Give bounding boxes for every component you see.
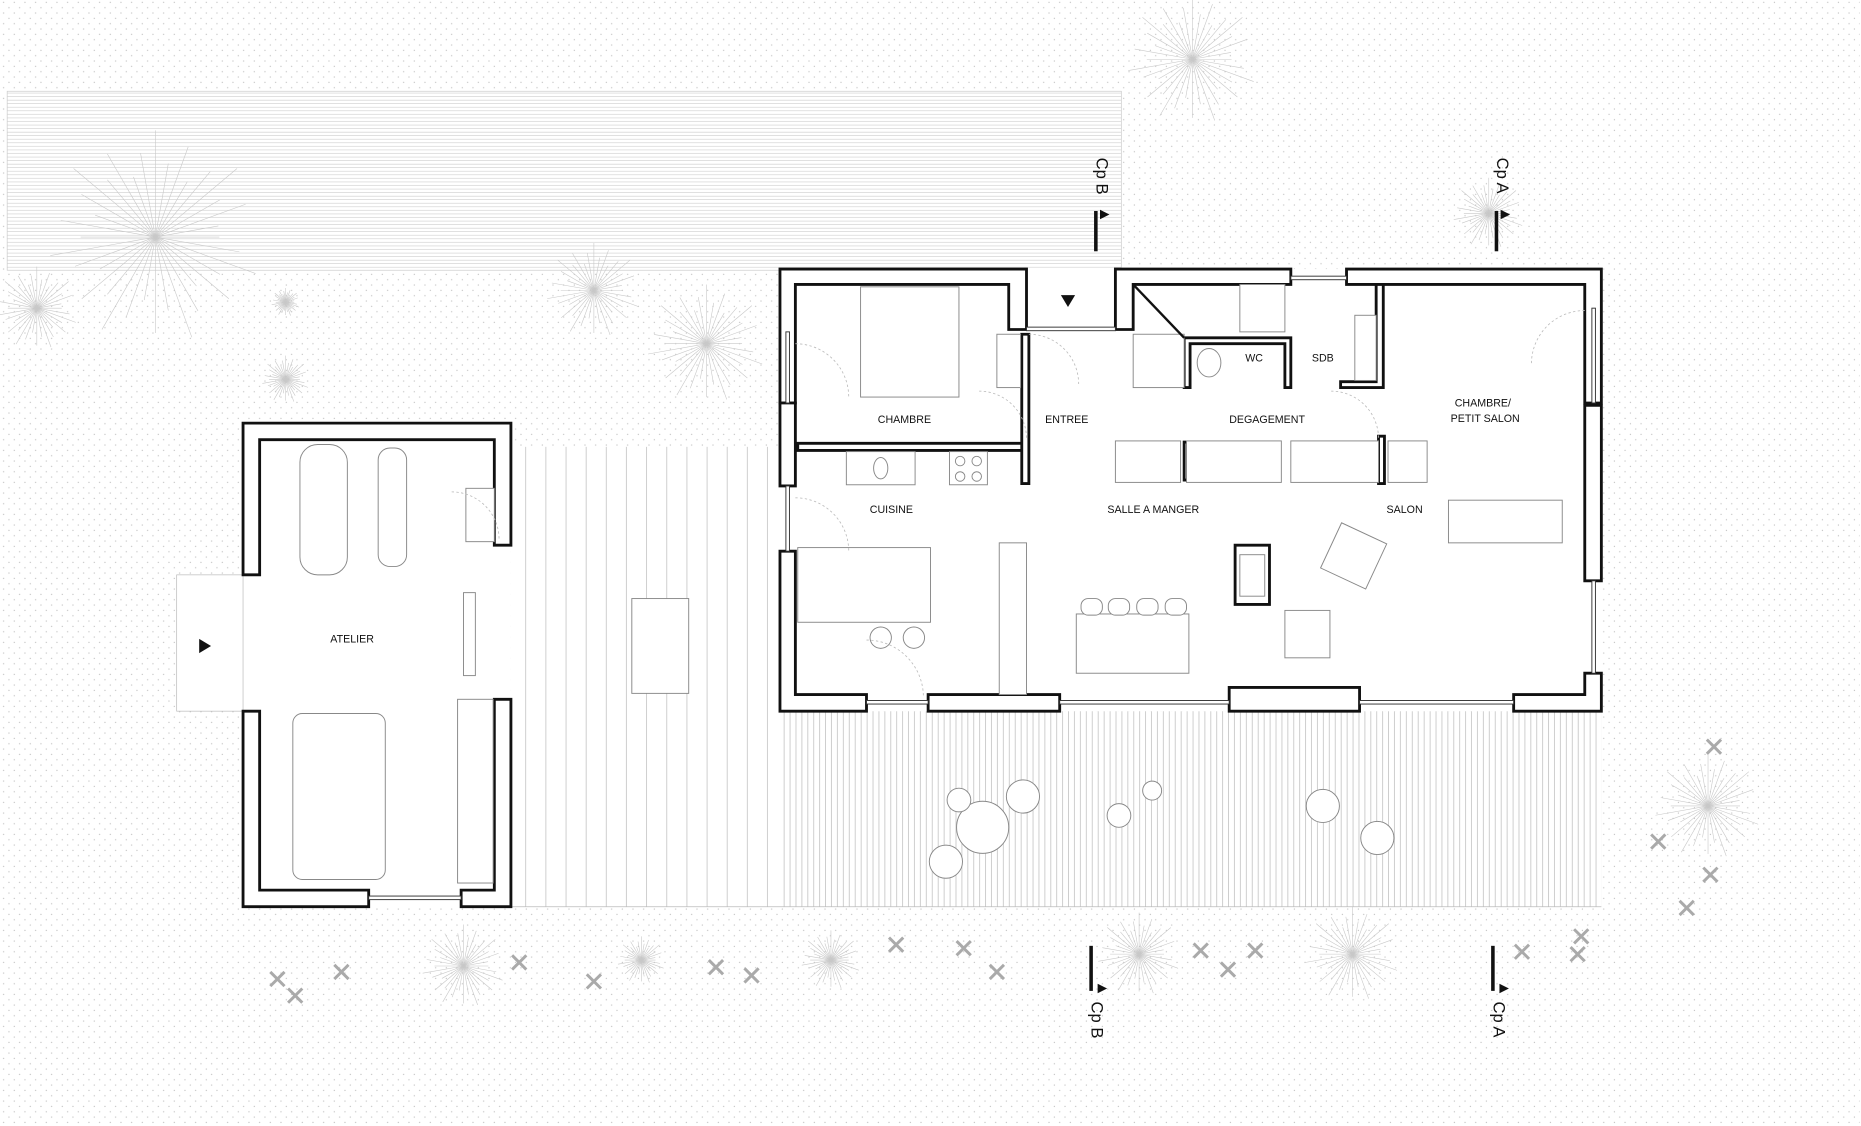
tree-icon [1655, 752, 1759, 857]
outdoor-table [631, 598, 690, 694]
shrub-cross-icon [1247, 942, 1264, 959]
label-wc: WC [1245, 353, 1263, 365]
label-entree: ENTREE [1045, 414, 1088, 426]
section-mark-b-bottom: Cp B [1088, 945, 1108, 1039]
counter [998, 542, 1027, 696]
deck-boards-south [779, 711, 1602, 907]
section-label-a-bottom: Cp A [1490, 1002, 1509, 1039]
shrub-cross-icon [1702, 866, 1719, 883]
wardrobe [996, 333, 1022, 389]
toilet [1196, 347, 1222, 378]
workbench [457, 698, 494, 884]
dining-chairs [1080, 598, 1187, 616]
tree-icon [50, 130, 256, 338]
cooktop [948, 451, 988, 486]
shrub-cross-icon [269, 970, 286, 988]
tractor [292, 713, 386, 880]
label-sdb: SDB [1312, 353, 1334, 365]
staircase [1132, 283, 1186, 389]
tree-icon [801, 930, 859, 989]
armchair [1319, 522, 1388, 590]
tree-icon [1305, 906, 1398, 999]
label-chambre: CHAMBRE [878, 414, 931, 426]
shrub-cross-icon [1513, 943, 1531, 960]
shrub-cross-icon [1219, 961, 1237, 978]
section-mark-a-bottom: Cp A [1490, 945, 1509, 1039]
atelier-cabinet [465, 487, 495, 543]
tree-icon [271, 288, 300, 316]
tree-icon [422, 924, 503, 1006]
section-label-b: Cp B [1092, 158, 1111, 195]
shrub-cross-icon [707, 959, 725, 976]
section-label-a: Cp A [1493, 158, 1512, 195]
terrace-hatch [7, 91, 1122, 271]
tree-icon [617, 936, 664, 983]
stairs-storage [1186, 440, 1282, 483]
shrub-cross-icon [333, 963, 350, 981]
shrub-cross-icon [1650, 833, 1667, 850]
section-mark-a-top: Cp A [1493, 158, 1512, 252]
bicycle [463, 592, 476, 677]
sofa [1447, 499, 1563, 544]
shrub-cross-icon [988, 963, 1006, 981]
tree-icon [1453, 177, 1523, 247]
windows [785, 275, 1596, 705]
shrub-cross-icon [585, 973, 603, 990]
kitchen-island [797, 547, 931, 623]
label-cuisine: CUISINE [870, 504, 913, 516]
motorcycle [299, 443, 348, 576]
stove [1239, 554, 1266, 597]
shrub-cross-icon [1573, 928, 1590, 945]
shrub-cross-icon [1705, 738, 1723, 755]
shrub-cross-icon [1192, 942, 1209, 959]
label-atelier: ATELIER [330, 633, 374, 645]
garden-chair [1305, 788, 1340, 824]
doors [451, 310, 1585, 697]
tree-icon [262, 355, 309, 402]
dining-table [1075, 613, 1190, 674]
atelier-entry-apron [176, 574, 244, 712]
tree-icon [648, 284, 763, 400]
shrub-cross-icon [887, 936, 905, 953]
armchair-2 [1284, 609, 1331, 659]
shrub-cross-icon [511, 954, 528, 971]
shrub-cross-icon [287, 987, 304, 1004]
garden-table [956, 800, 1010, 854]
shrub-cross-icon [1569, 945, 1586, 963]
label-degagement: DEGAGEMENT [1229, 414, 1305, 426]
section-mark-b-top: Cp B [1092, 158, 1111, 252]
room-labels: CHAMBRE ENTREE DEGAGEMENT WC SDB CHAMBRE… [330, 353, 1519, 646]
label-salle-a-manger: SALLE A MANGER [1107, 504, 1199, 516]
entry-arrow-icon [1060, 295, 1076, 307]
atelier-walls [241, 421, 513, 909]
vegetation [0, 0, 1759, 1006]
section-label-b-bottom: Cp B [1088, 1002, 1107, 1039]
furniture [292, 283, 1563, 884]
motorcycle-2 [377, 447, 408, 568]
atelier-entry-arrow-icon [199, 638, 212, 654]
label-chambre-petit-salon-1: CHAMBRE/ [1455, 398, 1511, 410]
label-chambre-petit-salon-2: PETIT SALON [1451, 413, 1520, 425]
label-salon: SALON [1387, 504, 1423, 516]
shrub-cross-icon [1678, 899, 1695, 917]
tree-icon [1128, 0, 1254, 121]
tree-icon [1098, 912, 1179, 994]
bed [860, 286, 960, 398]
shower [1239, 283, 1286, 333]
shrub-cross-icon [743, 967, 760, 984]
shrub-cross-icon [955, 940, 972, 957]
tree-icon [547, 242, 639, 336]
bathroom-sink [1354, 314, 1377, 381]
tree-icon [0, 266, 76, 348]
